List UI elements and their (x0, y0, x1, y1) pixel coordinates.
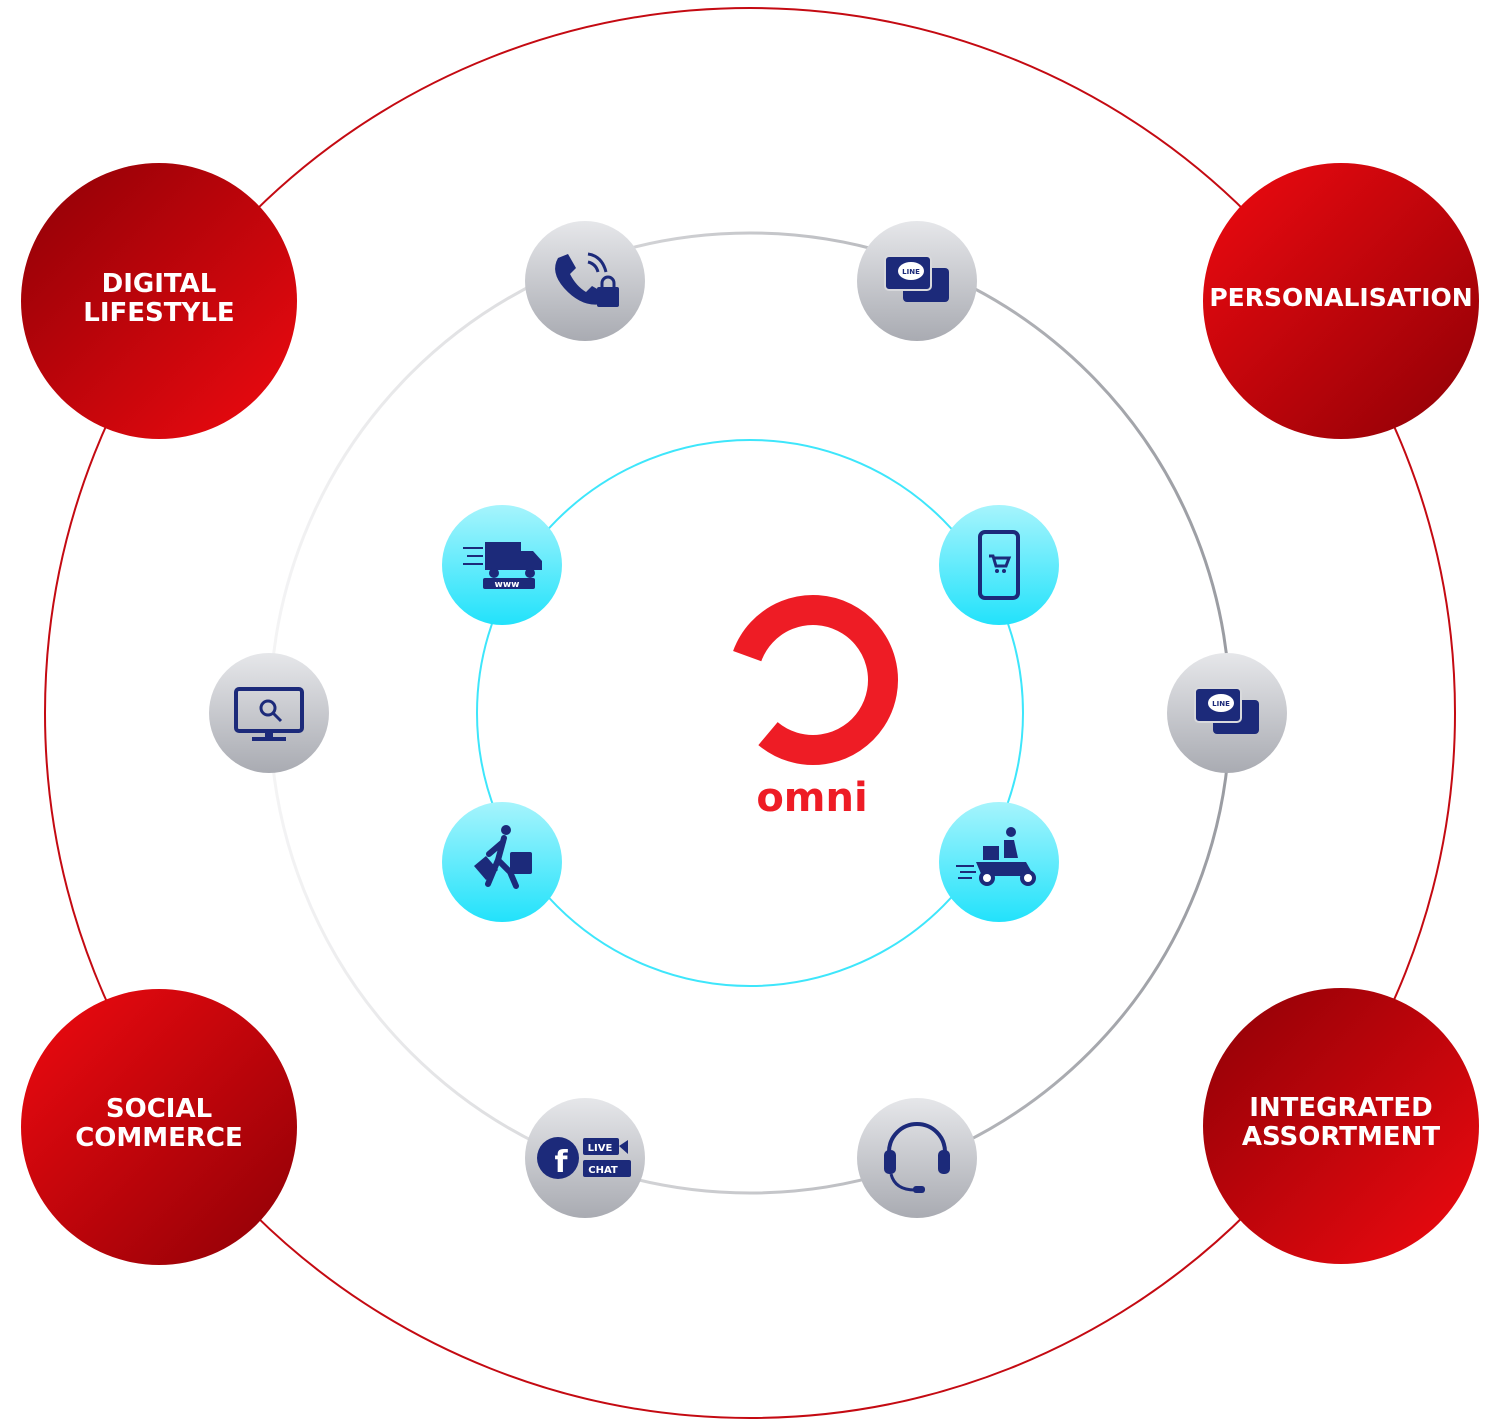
facebook-live-chat-icon: f LIVE CHAT (525, 1098, 645, 1218)
line-chat-icon: LINE (1167, 653, 1287, 773)
phone-shopping-icon (525, 221, 645, 341)
mobile-cart-icon (939, 505, 1059, 625)
svg-text:LIVE: LIVE (588, 1143, 613, 1154)
pillar-label: DIGITAL (102, 269, 217, 299)
svg-text:LINE: LINE (902, 268, 920, 276)
pillar-label: LIFESTYLE (83, 298, 234, 328)
pillar-personalisation: PERSONALISATION (1203, 163, 1479, 439)
svg-text:LINE: LINE (1212, 700, 1230, 708)
scooter-delivery-icon (939, 802, 1059, 922)
pillar-social-commerce: SOCIAL COMMERCE (21, 989, 297, 1265)
pillar-label: INTEGRATED (1249, 1093, 1432, 1123)
middle-ring (268, 231, 1232, 1195)
omni-wordmark: omni (756, 775, 867, 821)
omni-ring-mark (733, 595, 898, 765)
pillar-label: ASSORTMENT (1242, 1122, 1440, 1152)
online-search-icon (209, 653, 329, 773)
line-chat-icon: LINE (857, 221, 977, 341)
svg-text:www: www (495, 580, 520, 590)
pillar-label: PERSONALISATION (1209, 283, 1472, 312)
pillar-digital-lifestyle: DIGITAL LIFESTYLE (21, 163, 297, 439)
delivery-truck-web-icon: www (442, 505, 562, 625)
omni-logo: omni (733, 595, 898, 821)
outer-ring (44, 7, 1456, 1419)
pillar-integrated-assortment: INTEGRATED ASSORTMENT (1203, 988, 1479, 1264)
headset-support-icon (857, 1098, 977, 1218)
svg-text:f: f (554, 1145, 568, 1180)
pillar-label: COMMERCE (75, 1123, 243, 1153)
inner-ring (476, 439, 1024, 987)
pillar-label: SOCIAL (106, 1094, 212, 1124)
shopper-pickup-icon (442, 802, 562, 922)
svg-text:CHAT: CHAT (588, 1165, 618, 1176)
